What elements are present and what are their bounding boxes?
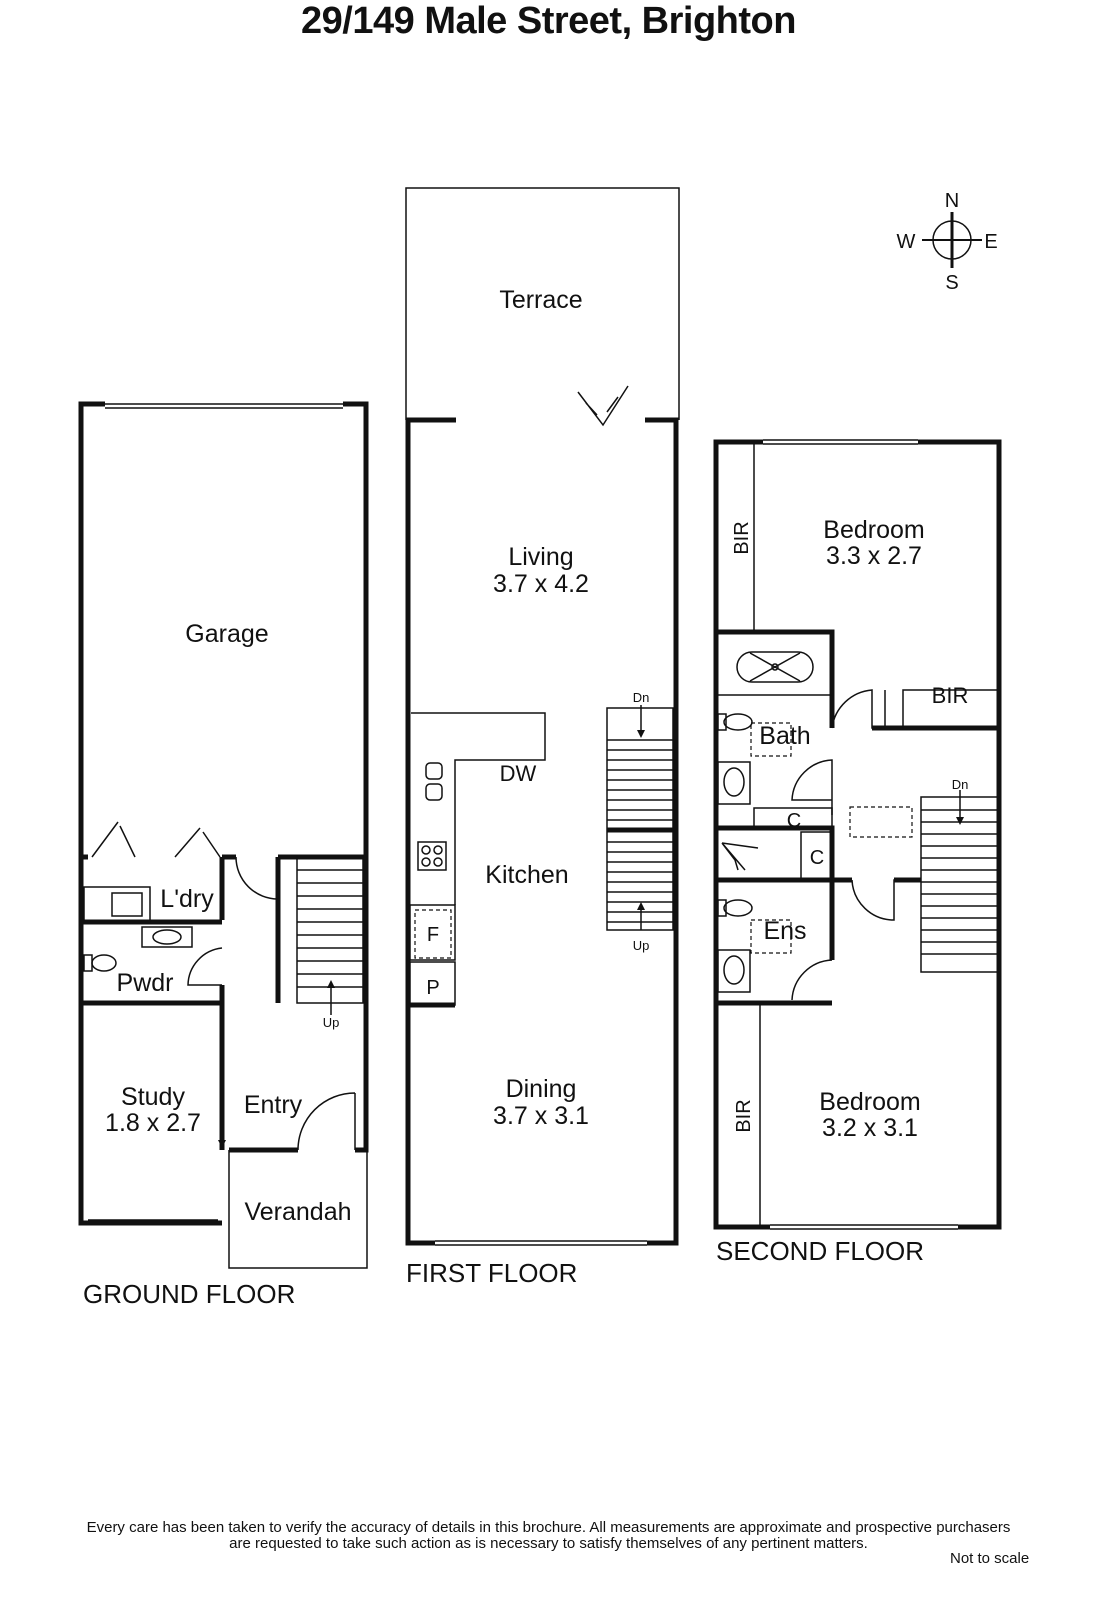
compass-icon: N S E W bbox=[897, 190, 998, 294]
bir-label: BIR bbox=[731, 521, 753, 554]
disclaimer-line-2: are requested to take such action as is … bbox=[229, 1535, 868, 1552]
stairs-down-label: Dn bbox=[633, 690, 650, 705]
room-bedroom-2-size: 3.2 x 3.1 bbox=[822, 1114, 918, 1142]
cupboard-label: C bbox=[787, 810, 801, 832]
room-bath: Bath bbox=[759, 722, 810, 750]
compass-w: W bbox=[897, 231, 916, 253]
compass-s: S bbox=[945, 272, 958, 294]
room-bedroom-1-size: 3.3 x 2.7 bbox=[826, 542, 922, 570]
ground-floor-plan: Up Garage L'dry Pwdr Study 1.8 x 2.7 Ent… bbox=[78, 401, 369, 1309]
ground-floor-label: GROUND FLOOR bbox=[83, 1279, 295, 1309]
room-study: Study bbox=[121, 1083, 185, 1111]
page-title: 29/149 Male Street, Brighton bbox=[301, 0, 796, 42]
disclaimer-line-1: Every care has been taken to verify the … bbox=[86, 1519, 1011, 1536]
bir-label: BIR bbox=[932, 683, 969, 708]
dishwasher-label: DW bbox=[500, 761, 537, 786]
fridge-label: F bbox=[427, 924, 439, 946]
room-powder: Pwdr bbox=[117, 969, 174, 997]
room-laundry: L'dry bbox=[160, 885, 214, 913]
disclaimer: Every care has been taken to verify the … bbox=[0, 1520, 1097, 1552]
room-verandah: Verandah bbox=[244, 1198, 351, 1226]
room-entry: Entry bbox=[244, 1091, 303, 1119]
bir-label: BIR bbox=[733, 1099, 755, 1132]
pantry-label: P bbox=[426, 977, 439, 999]
room-study-size: 1.8 x 2.7 bbox=[105, 1109, 201, 1137]
not-to-scale-note: Not to scale bbox=[950, 1550, 1030, 1567]
room-terrace: Terrace bbox=[499, 286, 582, 314]
compass-n: N bbox=[945, 190, 959, 212]
room-bedroom-2: Bedroom bbox=[819, 1088, 920, 1116]
stairs-down-label: Dn bbox=[952, 777, 969, 792]
room-living-size: 3.7 x 4.2 bbox=[493, 570, 589, 598]
compass-e: E bbox=[984, 231, 997, 253]
room-dining-size: 3.7 x 3.1 bbox=[493, 1102, 589, 1130]
first-floor-label: FIRST FLOOR bbox=[406, 1258, 577, 1288]
second-floor-label: SECOND FLOOR bbox=[716, 1236, 924, 1266]
room-garage: Garage bbox=[185, 620, 268, 648]
room-dining: Dining bbox=[506, 1075, 577, 1103]
cupboard-label: C bbox=[810, 847, 824, 869]
room-ensuite: Ens bbox=[763, 917, 806, 945]
room-living: Living bbox=[508, 543, 573, 571]
stairs-up-label: Up bbox=[633, 938, 650, 953]
first-floor-plan: Dn Up Terrace Living 3.7 x 4.2 DW Kitche… bbox=[405, 187, 680, 1288]
room-bedroom-1: Bedroom bbox=[823, 516, 924, 544]
stairs-up-label: Up bbox=[323, 1015, 340, 1030]
room-kitchen: Kitchen bbox=[485, 861, 568, 889]
second-floor-plan: Dn Bedroom 3.3 x 2.7 BIR BIR Bath C C En… bbox=[713, 439, 1002, 1266]
